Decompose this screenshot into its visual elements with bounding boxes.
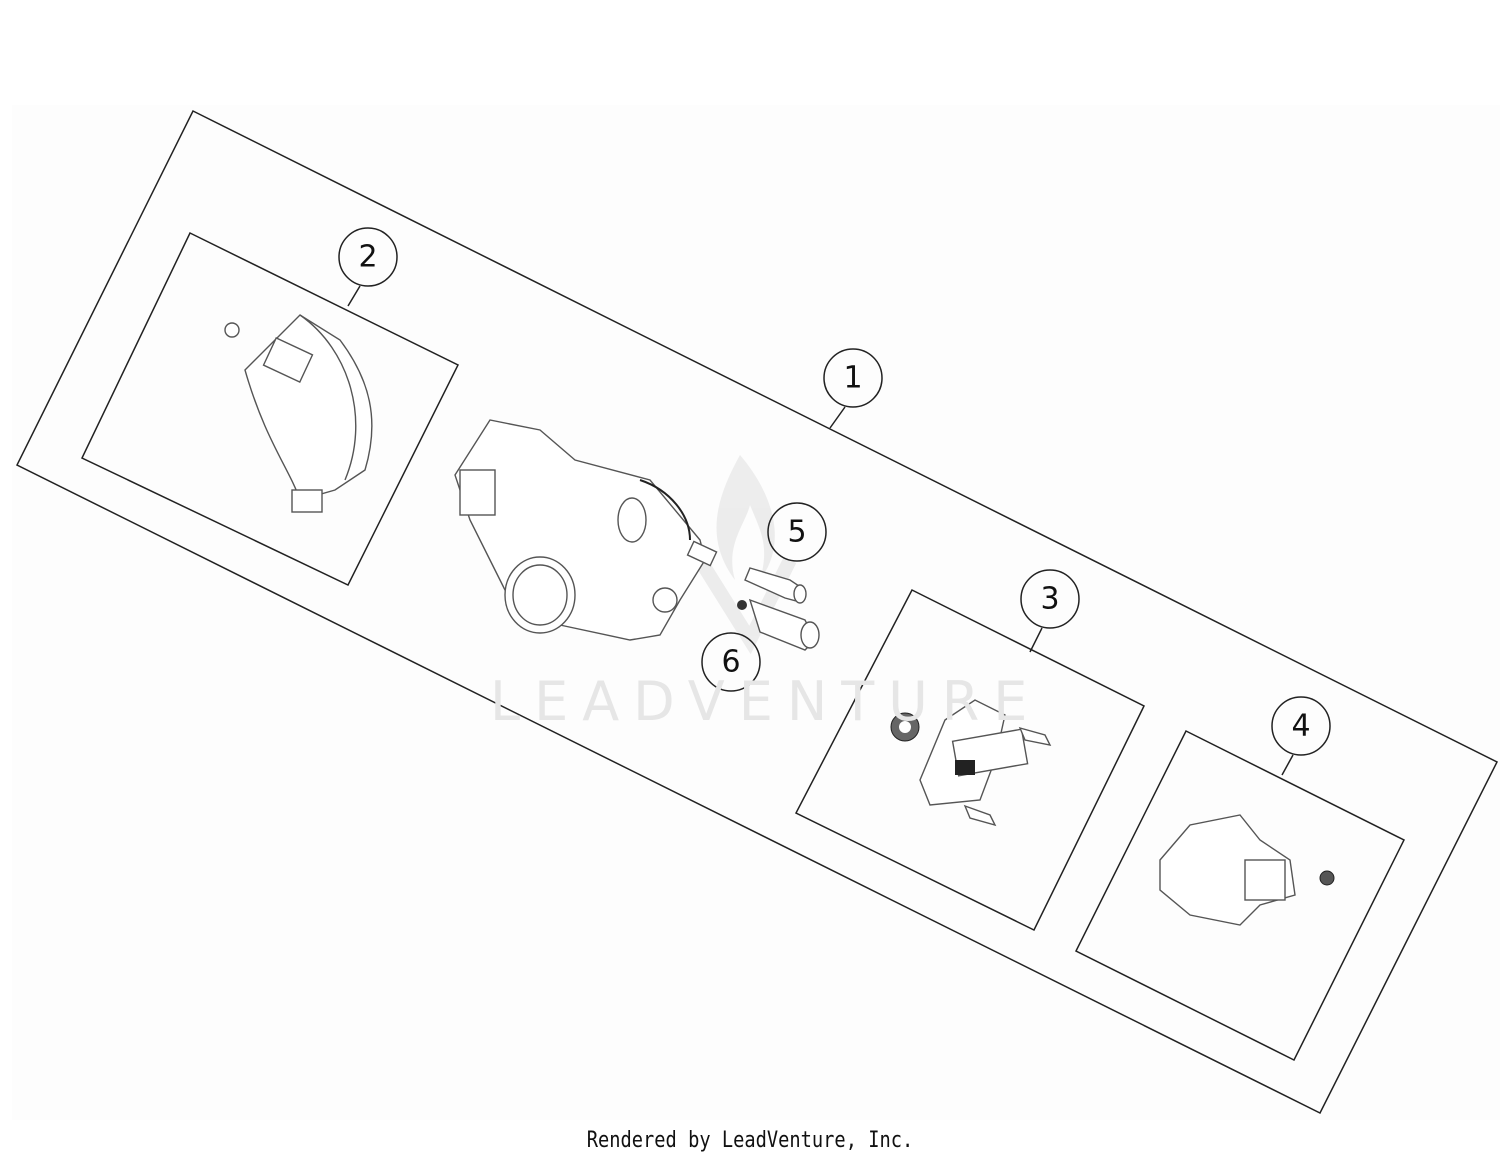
svg-text:5: 5 — [787, 515, 806, 550]
part-2-frame — [80, 231, 460, 586]
svg-text:4: 4 — [1291, 709, 1310, 744]
svg-text:3: 3 — [1040, 582, 1059, 617]
callout-1: 1 — [823, 348, 883, 429]
watermark-text: LEADVENTURE — [490, 670, 1041, 733]
callout-3: 3 — [1020, 569, 1080, 653]
callout-4: 4 — [1271, 696, 1331, 776]
part-4-cap — [1159, 814, 1335, 926]
assembly-group-frame — [15, 109, 1499, 1115]
svg-text:2: 2 — [358, 240, 377, 275]
part-5-screw — [744, 567, 807, 604]
svg-text:6: 6 — [721, 645, 740, 680]
part-6-screw — [737, 598, 820, 651]
part-3-frame — [794, 588, 1146, 932]
callout-2: 2 — [338, 227, 398, 307]
callout-6: 6 — [701, 632, 761, 692]
part-3-sensor — [890, 699, 1052, 827]
part-1-throttle-body — [454, 419, 718, 641]
part-4-frame — [1074, 729, 1406, 1062]
svg-text:1: 1 — [843, 361, 862, 396]
footer-credit: Rendered by LeadVenture, Inc. — [586, 1128, 914, 1153]
callout-5: 5 — [767, 502, 827, 562]
part-2-cover — [224, 314, 373, 513]
